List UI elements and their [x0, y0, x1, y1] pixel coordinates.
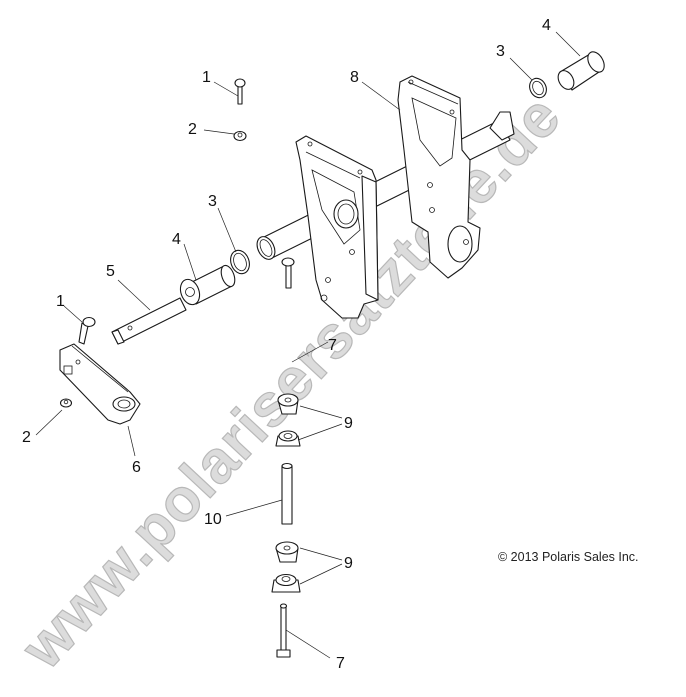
bolt-part-1-upper[interactable]: [234, 78, 246, 105]
ring-part-3-center[interactable]: [227, 248, 252, 277]
callout-4-center: 4: [172, 231, 181, 248]
long-bolt-part-7-lower[interactable]: [276, 603, 291, 658]
callout-4-right: 4: [542, 17, 551, 34]
callout-7-upper: 7: [328, 337, 337, 354]
long-bolt-part-7-upper[interactable]: [281, 257, 295, 289]
bushing-part-4-center[interactable]: [177, 264, 237, 308]
callout-2-lower: 2: [22, 429, 31, 446]
copyright-notice: © 2013 Polaris Sales Inc.: [498, 550, 639, 564]
callout-1-lower: 1: [56, 293, 65, 310]
callout-1-upper: 1: [202, 69, 211, 86]
bushing-nut-part-9-upper[interactable]: [275, 393, 301, 447]
callout-2-upper: 2: [188, 121, 197, 138]
callout-3-right: 3: [496, 43, 505, 60]
spacer-tube-part-10[interactable]: [281, 462, 293, 525]
ring-part-3-right[interactable]: [527, 76, 550, 101]
nut-part-2-lower[interactable]: [59, 398, 73, 408]
callout-9-upper: 9: [344, 415, 353, 432]
bushing-nut-part-9-lower[interactable]: [271, 541, 301, 593]
callout-9-lower: 9: [344, 555, 353, 572]
bushing-part-4-right[interactable]: [555, 49, 608, 92]
lever-arm-part-6[interactable]: [59, 343, 141, 425]
leader-lines: [35, 31, 581, 659]
callout-5: 5: [106, 263, 115, 280]
callout-7-lower: 7: [336, 655, 345, 672]
bracket-assembly-part-8[interactable]: [254, 75, 515, 319]
bolt-part-1-lower[interactable]: [78, 316, 96, 345]
callout-8: 8: [350, 69, 359, 86]
callout-3-center: 3: [208, 193, 217, 210]
nut-part-2-upper[interactable]: [233, 130, 247, 142]
callout-labels: 1 2 3 4 5 1 2 6 3 4 8 7 9 10 9 7: [22, 17, 551, 672]
callout-6: 6: [132, 459, 141, 476]
callout-10: 10: [204, 511, 222, 528]
shaft-part-5[interactable]: [111, 297, 187, 345]
